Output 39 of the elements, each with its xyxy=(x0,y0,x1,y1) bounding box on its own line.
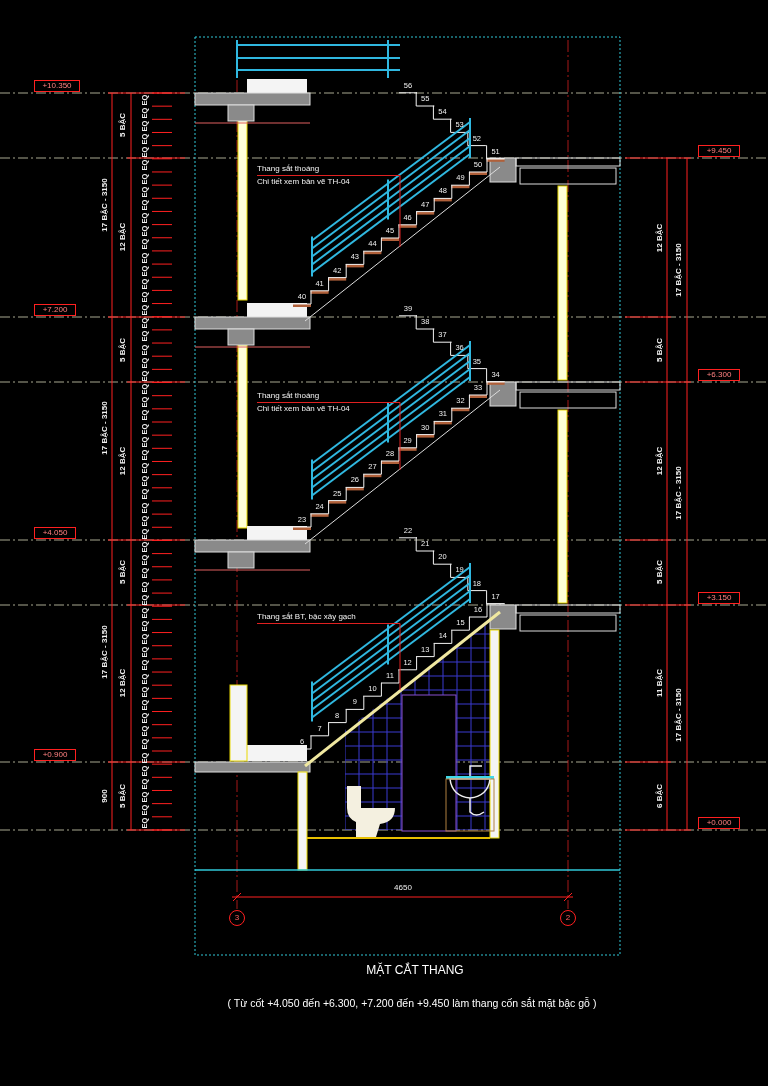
dimension-text: 5 BẬC xyxy=(119,338,127,362)
dimension-text: 17 BẬC - 3150 xyxy=(101,625,109,679)
dimension-text: 12 BẬC xyxy=(119,446,127,476)
note-text: Thang sắt thoáng xyxy=(257,390,400,403)
level-marker: +10.350 xyxy=(34,80,80,92)
leader-line xyxy=(399,175,401,248)
dimension-text: 17 BẬC - 3150 xyxy=(675,466,683,520)
drawing-title: MẶT CẮT THANG xyxy=(366,964,464,976)
level-marker: +7.200 xyxy=(34,304,76,316)
note-text: Chi tiết xem bản vẽ TH-04 xyxy=(257,176,351,188)
dimension-text: 17 BẬC - 3150 xyxy=(101,401,109,455)
dimension-text: 11 BẬC xyxy=(656,669,664,697)
level-marker: +0.000 xyxy=(698,817,740,829)
level-marker: +0.900 xyxy=(34,749,76,761)
dimension-text: 6 BẬC xyxy=(656,784,664,808)
dimension-text: 17 BẬC - 3150 xyxy=(675,243,683,297)
dimension-text: 12 BẬC xyxy=(119,222,127,252)
leader-line xyxy=(399,623,401,691)
caption: ( Từ cốt +4.050 đến +6.300, +7.200 đến +9.450 làm thang cốn sắt mặt bậc gỗ ) xyxy=(227,997,597,1009)
dimension-text: 17 BẬC - 3150 xyxy=(101,178,109,232)
dimension-text: 5 BẬC xyxy=(119,113,127,137)
note-text: Chi tiết xem bản vẽ TH-04 xyxy=(257,403,351,415)
dimension-text: 17 BẬC - 3150 xyxy=(675,688,683,742)
level-marker: +3.150 xyxy=(698,592,740,604)
dimension-text: 5 BẬC xyxy=(656,338,664,362)
dimension-text: 12 BẬC xyxy=(656,446,664,476)
dimension-text: 900 xyxy=(101,789,109,803)
level-marker: +6.300 xyxy=(698,369,740,381)
dimension-text: 12 BẬC xyxy=(119,668,127,698)
level-marker: +4.050 xyxy=(34,527,76,539)
dimension-text: 5 BẬC xyxy=(119,784,127,808)
dimension-text: 5 BẬC xyxy=(656,560,664,584)
level-marker: +9.450 xyxy=(698,145,740,157)
dimension-text: 5 BẬC xyxy=(119,560,127,584)
note-text: Thang sắt BT, bậc xây gạch xyxy=(257,611,400,624)
dimension-text: 4650 xyxy=(394,884,412,892)
dimension-text: 12 BẬC xyxy=(656,223,664,253)
leader-line xyxy=(399,402,401,471)
note-text: Thang sắt thoáng xyxy=(257,163,400,176)
